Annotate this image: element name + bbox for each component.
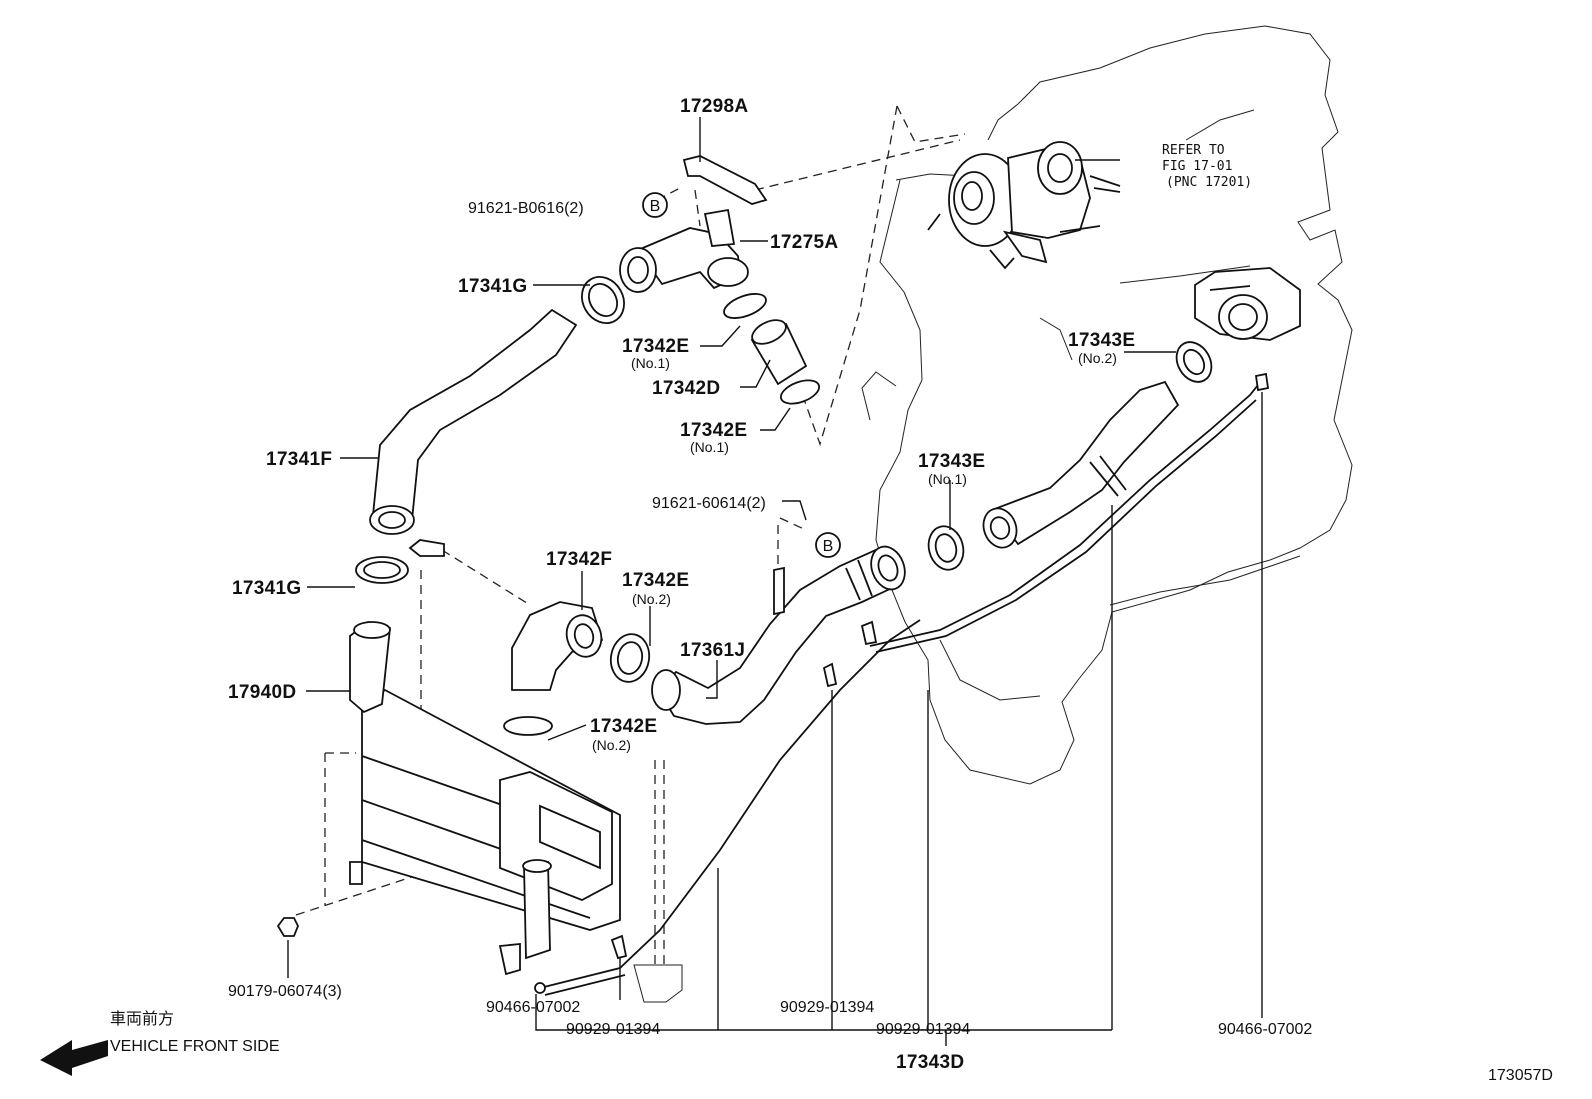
svg-text:B: B (823, 538, 834, 555)
refer-note: REFER TO FIG 17-01 (PNC 17201) (1162, 143, 1252, 190)
label-17342D: 17342D (652, 378, 720, 399)
clamp-17342E-lower (779, 379, 821, 405)
engine-block-outline (861, 25, 1353, 785)
label-90466-07002-left: 90466-07002 (486, 999, 580, 1016)
label-17342E-d-sub: (No.2) (592, 737, 631, 753)
label-91621-60614: 91621-60614(2) (652, 495, 766, 512)
label-17342E-a: 17342E (622, 336, 689, 357)
bracket-17361J (773, 566, 785, 616)
radiator-frame (408, 539, 683, 1003)
callout-b-mid: B (815, 532, 841, 558)
svg-text:(PNC 17201): (PNC 17201) (1166, 175, 1252, 190)
left-arrow-icon (40, 1040, 108, 1076)
clamp-17342E-no2-lower (503, 716, 553, 736)
label-17341F: 17341F (266, 449, 332, 470)
svg-text:REFER TO: REFER TO (1162, 143, 1225, 158)
label-17342E-b: 17342E (680, 420, 747, 441)
label-17343D: 17343D (896, 1052, 964, 1073)
label-90929-01394-b: 90929-01394 (780, 999, 874, 1016)
clamp-17343E-no1 (927, 525, 965, 571)
label-90929-01394-c: 90929-01394 (876, 1021, 970, 1038)
turbocharger-assembly (927, 141, 1121, 270)
label-17343E-a-sub: (No.2) (1078, 350, 1117, 366)
label-17341G-top: 17341G (458, 276, 527, 297)
pipe-17275A (619, 208, 749, 293)
label-17342E-d: 17342E (590, 716, 657, 737)
svg-text:B: B (650, 198, 661, 215)
clamp-17341G-top (581, 276, 625, 324)
label-17361J: 17361J (680, 640, 745, 661)
clamp-17343E-no2 (1175, 341, 1213, 383)
direction-english: VEHICLE FRONT SIDE (110, 1038, 280, 1055)
hose-17342D (750, 319, 808, 386)
direction-japanese: 車両前方 (110, 1010, 174, 1028)
clamp-17342E-upper (723, 293, 767, 319)
hose-17341F (369, 308, 578, 535)
vehicle-front-indicator: 車両前方 VEHICLE FRONT SIDE (40, 1010, 280, 1076)
label-90466-07002-right: 90466-07002 (1218, 1021, 1312, 1038)
label-17343E-b: 17343E (918, 451, 985, 472)
leader-lines (287, 117, 1263, 1046)
label-90179-06074: 90179-06074(3) (228, 983, 342, 1000)
pipe-17361J (651, 545, 906, 725)
figure-id: 173057D (1488, 1067, 1553, 1084)
label-17298A: 17298A (680, 96, 748, 117)
label-17343E-a: 17343E (1068, 330, 1135, 351)
label-17940D: 17940D (228, 682, 296, 703)
intercooler-17940D (349, 621, 621, 976)
clamp-17342E-no2-right (609, 633, 651, 683)
vacuum-lines (534, 372, 1270, 996)
label-17342E-a-sub: (No.1) (631, 355, 670, 371)
label-90929-01394-a: 90929-01394 (566, 1021, 660, 1038)
label-17342E-b-sub: (No.1) (690, 439, 729, 455)
hose-17342F (511, 601, 604, 691)
bracket-17298A (682, 155, 768, 205)
label-17342E-c: 17342E (622, 570, 689, 591)
part-labels: 17298A 91621-B0616(2) 17275A 17341G 1734… (228, 96, 1312, 1073)
label-17343E-b-sub: (No.1) (928, 471, 967, 487)
callout-b-top: B (642, 192, 668, 218)
clamp-17341G-bottom (355, 556, 409, 584)
nut-90179-06074 (276, 917, 299, 937)
label-17341G-bottom: 17341G (232, 578, 301, 599)
turbo-outlet-elbow (1194, 267, 1301, 341)
hose-turbo-outlet (982, 380, 1180, 549)
svg-text:FIG 17-01: FIG 17-01 (1162, 159, 1232, 174)
label-91621-B0616: 91621-B0616(2) (468, 200, 584, 217)
label-17342F: 17342F (546, 549, 612, 570)
label-17275A: 17275A (770, 232, 838, 253)
label-17342E-c-sub: (No.2) (632, 591, 671, 607)
